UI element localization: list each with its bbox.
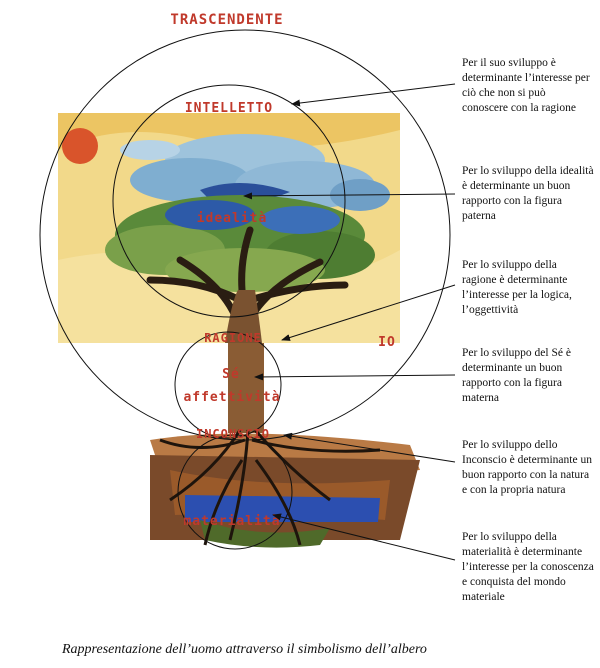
materialita-label: materialità xyxy=(183,514,280,529)
se-circle xyxy=(174,331,282,439)
annotation-arrows xyxy=(243,83,456,561)
idealita-label: idealità xyxy=(197,211,268,226)
arrow-ragione xyxy=(281,284,456,341)
materialita-circle xyxy=(177,434,293,550)
overlay-circles xyxy=(39,29,451,550)
se-label: Sé xyxy=(222,367,240,382)
figure-caption: Rappresentazione dell’uomo attraverso il… xyxy=(62,642,427,657)
arrow-idealita xyxy=(243,192,456,200)
arrow-materialita xyxy=(272,513,456,561)
annotation-ragione: Per lo sviluppo della ragione è determin… xyxy=(462,259,572,316)
annotation-intelletto: Per il suo sviluppo è determinante l’int… xyxy=(462,57,590,114)
intelletto-label: INTELLETTO xyxy=(185,101,273,116)
root-shapes xyxy=(159,429,381,546)
annotation-inconscio: Per lo sviluppo dello Inconscio è determ… xyxy=(462,439,592,496)
trunk-lower xyxy=(228,343,264,433)
tree-painting xyxy=(58,113,420,548)
cloud-shapes xyxy=(120,134,390,211)
ragione-label: RAGIONE xyxy=(204,331,262,345)
foliage-shapes xyxy=(105,195,375,292)
arrow-se xyxy=(254,373,456,381)
annotation-se: Per lo sviluppo del Sé è determinante un… xyxy=(462,347,571,404)
intelletto-circle xyxy=(112,84,346,318)
arrow-intelletto xyxy=(291,83,456,107)
io-label: IO xyxy=(378,335,396,350)
arrow-inconscio xyxy=(283,432,456,463)
annotation-idealita: Per lo sviluppo della idealità è determi… xyxy=(462,165,594,222)
outer-circle xyxy=(39,29,451,441)
annotation-materialita: Per lo sviluppo della materialità è dete… xyxy=(462,531,594,603)
sun-icon xyxy=(62,128,98,164)
affettivita-label: affettività xyxy=(183,390,280,405)
earth-shapes xyxy=(150,433,420,548)
trascendente-label: TRASCENDENTE xyxy=(170,12,283,28)
inconscio-label: INCONSCIO xyxy=(196,427,270,441)
